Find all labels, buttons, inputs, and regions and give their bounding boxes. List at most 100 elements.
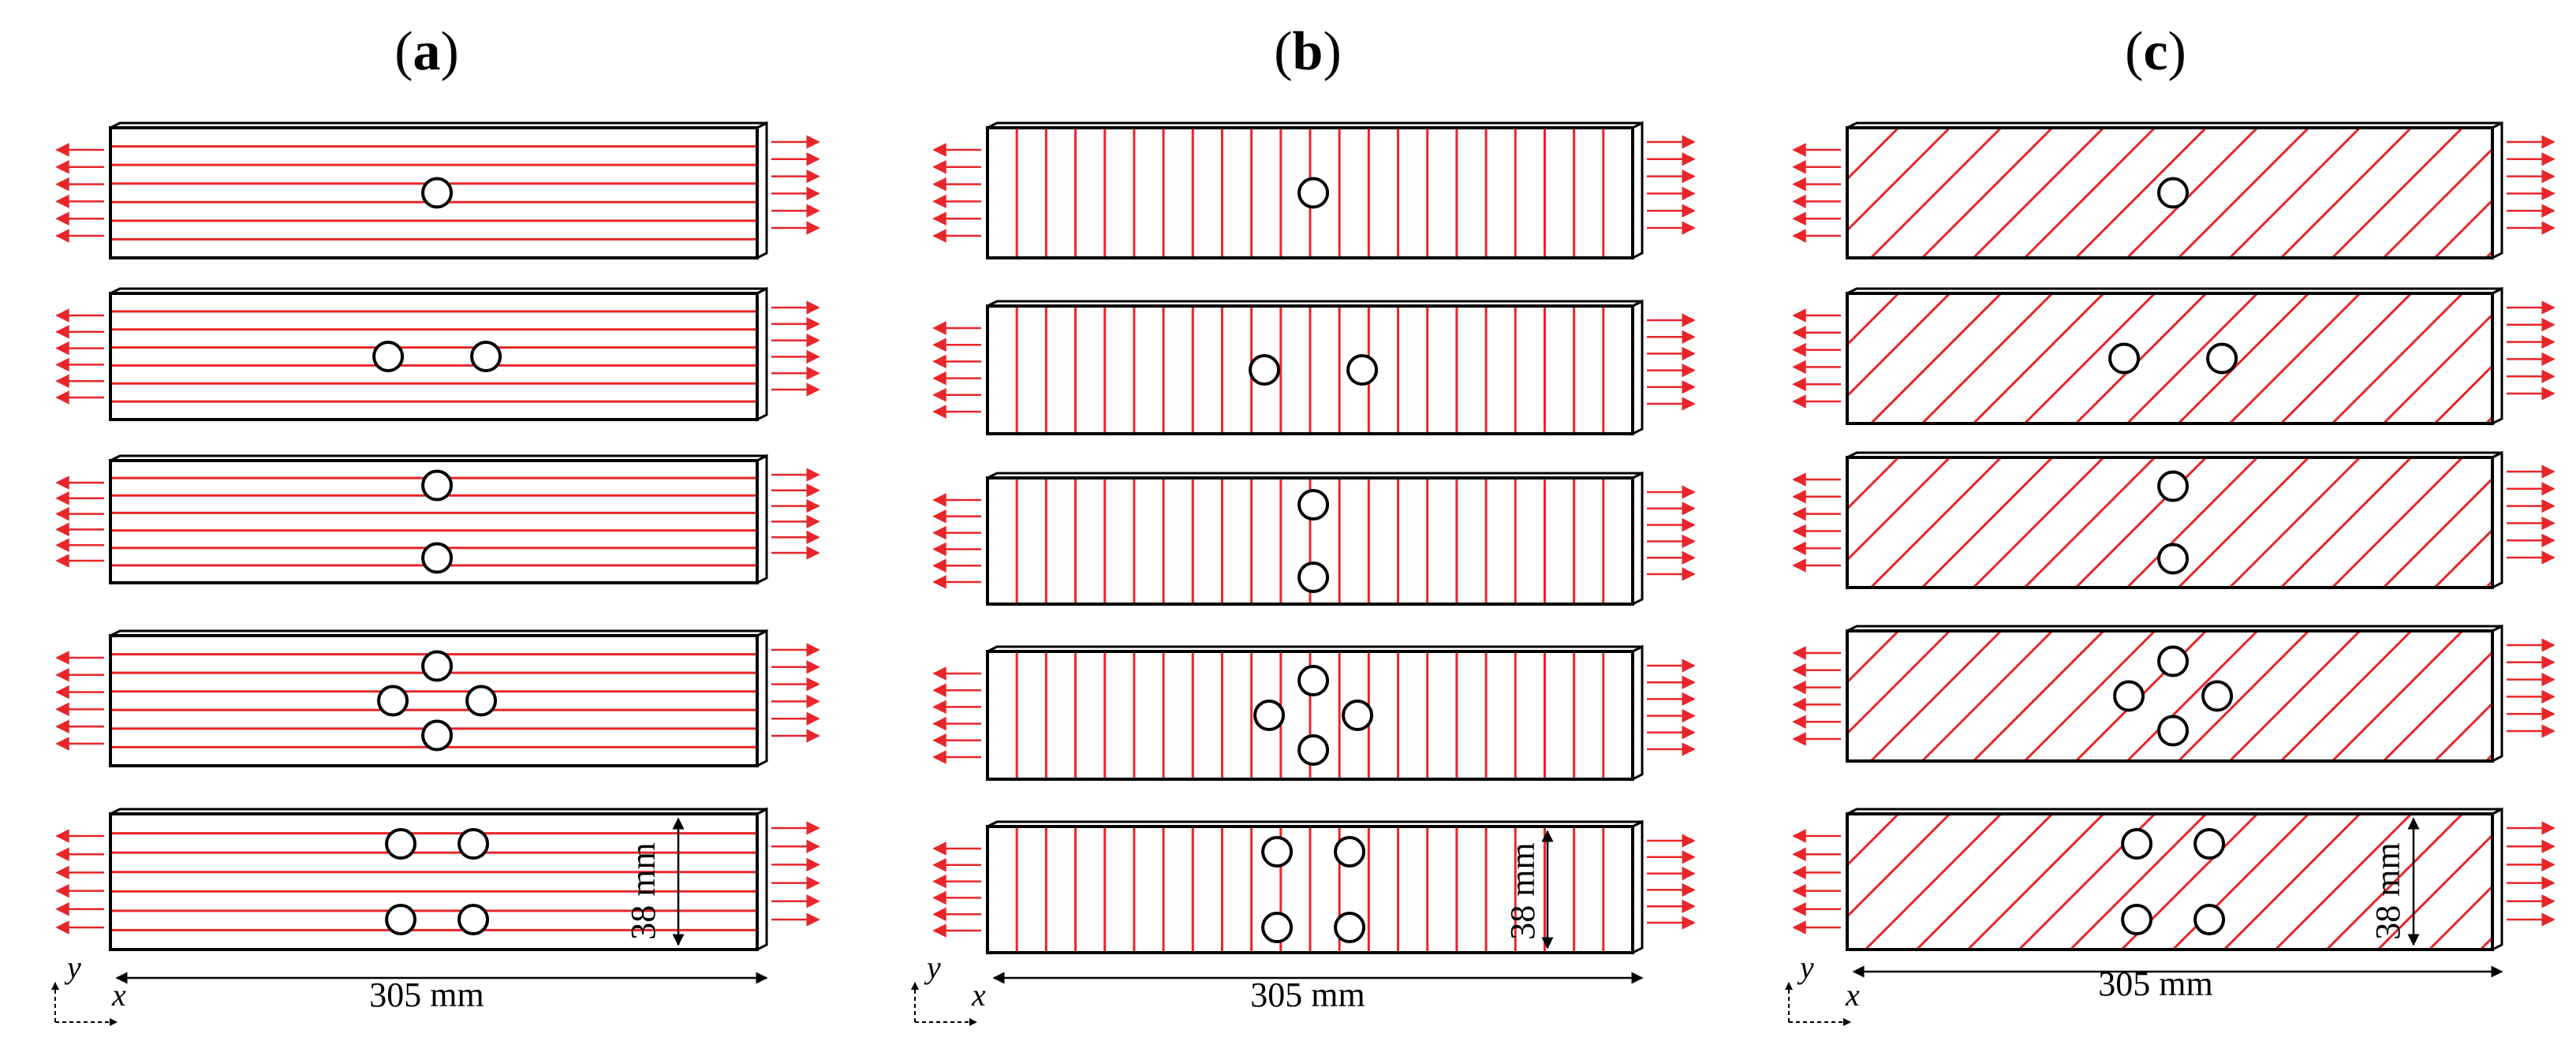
fiber-line	[2074, 457, 2208, 588]
hole	[1334, 912, 1366, 943]
fiber-line	[1847, 631, 1951, 736]
specimen-5	[55, 807, 820, 952]
box-front-face	[986, 126, 1634, 259]
fiber-line	[2023, 457, 2156, 588]
fiber-line	[1921, 457, 2054, 588]
height-dimension-label-b: 38 mm	[1503, 842, 1542, 939]
hole	[2113, 680, 2145, 712]
specimen-3	[55, 453, 820, 585]
fiber-line	[1921, 631, 2054, 761]
axis-x-label-b: x	[971, 977, 986, 1013]
hole	[1261, 836, 1294, 868]
panel-label-b: (b)	[1274, 21, 1342, 82]
specimen-3	[1792, 450, 2555, 590]
fiber-line	[1847, 128, 1951, 233]
fiber-line	[1847, 293, 1849, 296]
specimen-2	[1792, 286, 2555, 426]
fiber-line	[1847, 457, 1849, 460]
axis-y-label-a: y	[64, 950, 81, 985]
fiber-line	[2023, 293, 2156, 424]
hole	[1297, 562, 1330, 593]
hole	[1334, 836, 1366, 868]
specimen-5	[932, 819, 1696, 955]
hole	[385, 904, 417, 935]
fiber-line	[2331, 457, 2464, 588]
fiber-line	[2126, 293, 2259, 424]
axis-y-label-b: y	[924, 950, 941, 985]
width-dimension-label-a: 305 mm	[369, 976, 483, 1014]
fiber-line	[1847, 457, 1951, 562]
fiber-line	[1915, 814, 2054, 950]
fiber-lines	[1015, 128, 1605, 258]
box-front-face	[1846, 126, 2494, 259]
fiber-line	[2177, 457, 2310, 588]
fiber-line	[2023, 128, 2156, 258]
specimen-1	[55, 121, 820, 260]
hole	[2193, 904, 2226, 935]
hole	[385, 828, 417, 860]
fiber-line	[1972, 128, 2105, 258]
fiber-line	[1869, 128, 2003, 258]
axis-x-label-a: x	[111, 977, 126, 1013]
fiber-line	[2228, 457, 2361, 588]
hole	[421, 177, 454, 209]
hole	[1297, 177, 1330, 209]
fiber-line	[2228, 631, 2361, 761]
fiber-lines	[1015, 306, 1605, 434]
hole	[1297, 665, 1330, 696]
hole	[1253, 700, 1286, 731]
specimen-4	[1792, 624, 2555, 763]
fiber-line	[1847, 631, 1849, 633]
panel-b	[911, 121, 1696, 1026]
fiber-line	[2279, 293, 2413, 424]
fiber-line	[1847, 293, 1951, 398]
box-front-face	[109, 812, 759, 951]
fiber-line	[1864, 814, 2003, 950]
box-front-face	[109, 634, 759, 767]
fiber-line	[2228, 293, 2361, 424]
specimen-2	[55, 286, 820, 422]
fiber-line	[2074, 128, 2208, 258]
box-front-face	[109, 459, 759, 584]
fiber-line	[1966, 814, 2105, 950]
panel-label-c: (c)	[2125, 21, 2186, 82]
fiber-line	[2532, 814, 2576, 950]
fiber-line	[1921, 128, 2054, 258]
fiber-line	[1847, 128, 1900, 181]
hole	[421, 469, 454, 502]
fiber-lines	[110, 832, 757, 931]
fiber-line	[2171, 814, 2310, 950]
hole	[1297, 489, 1330, 521]
fiber-line	[2433, 528, 2492, 588]
fiber-line	[2331, 128, 2464, 258]
hole	[2193, 828, 2226, 860]
box-front-face	[986, 650, 1634, 781]
hole	[2206, 342, 2238, 375]
hole	[2121, 828, 2153, 860]
fiber-line	[2177, 293, 2310, 424]
fiber-lines	[1847, 814, 2576, 950]
fiber-line	[2223, 814, 2361, 950]
box-front-face	[1846, 292, 2494, 425]
hole	[421, 650, 454, 682]
fiber-line	[1847, 631, 1900, 685]
fiber-line	[2126, 631, 2259, 761]
fiber-line	[1972, 631, 2105, 761]
fiber-line	[1972, 457, 2105, 588]
hole	[2121, 904, 2153, 935]
hole	[1249, 354, 1281, 386]
panel-label-a: (a)	[394, 21, 459, 82]
specimen-1	[932, 121, 1696, 260]
fiber-line	[2325, 814, 2464, 950]
fiber-line	[1847, 814, 1849, 816]
fiber-line	[1847, 128, 1849, 130]
fiber-line	[1921, 293, 2054, 424]
fiber-line	[1869, 457, 2003, 588]
width-dimension-label-c: 305 mm	[2098, 965, 2212, 1003]
hole	[1261, 912, 1294, 943]
fiber-line	[2177, 631, 2310, 761]
fiber-line	[2069, 814, 2208, 950]
panel-c	[1785, 121, 2576, 1026]
fiber-lines	[110, 310, 757, 403]
